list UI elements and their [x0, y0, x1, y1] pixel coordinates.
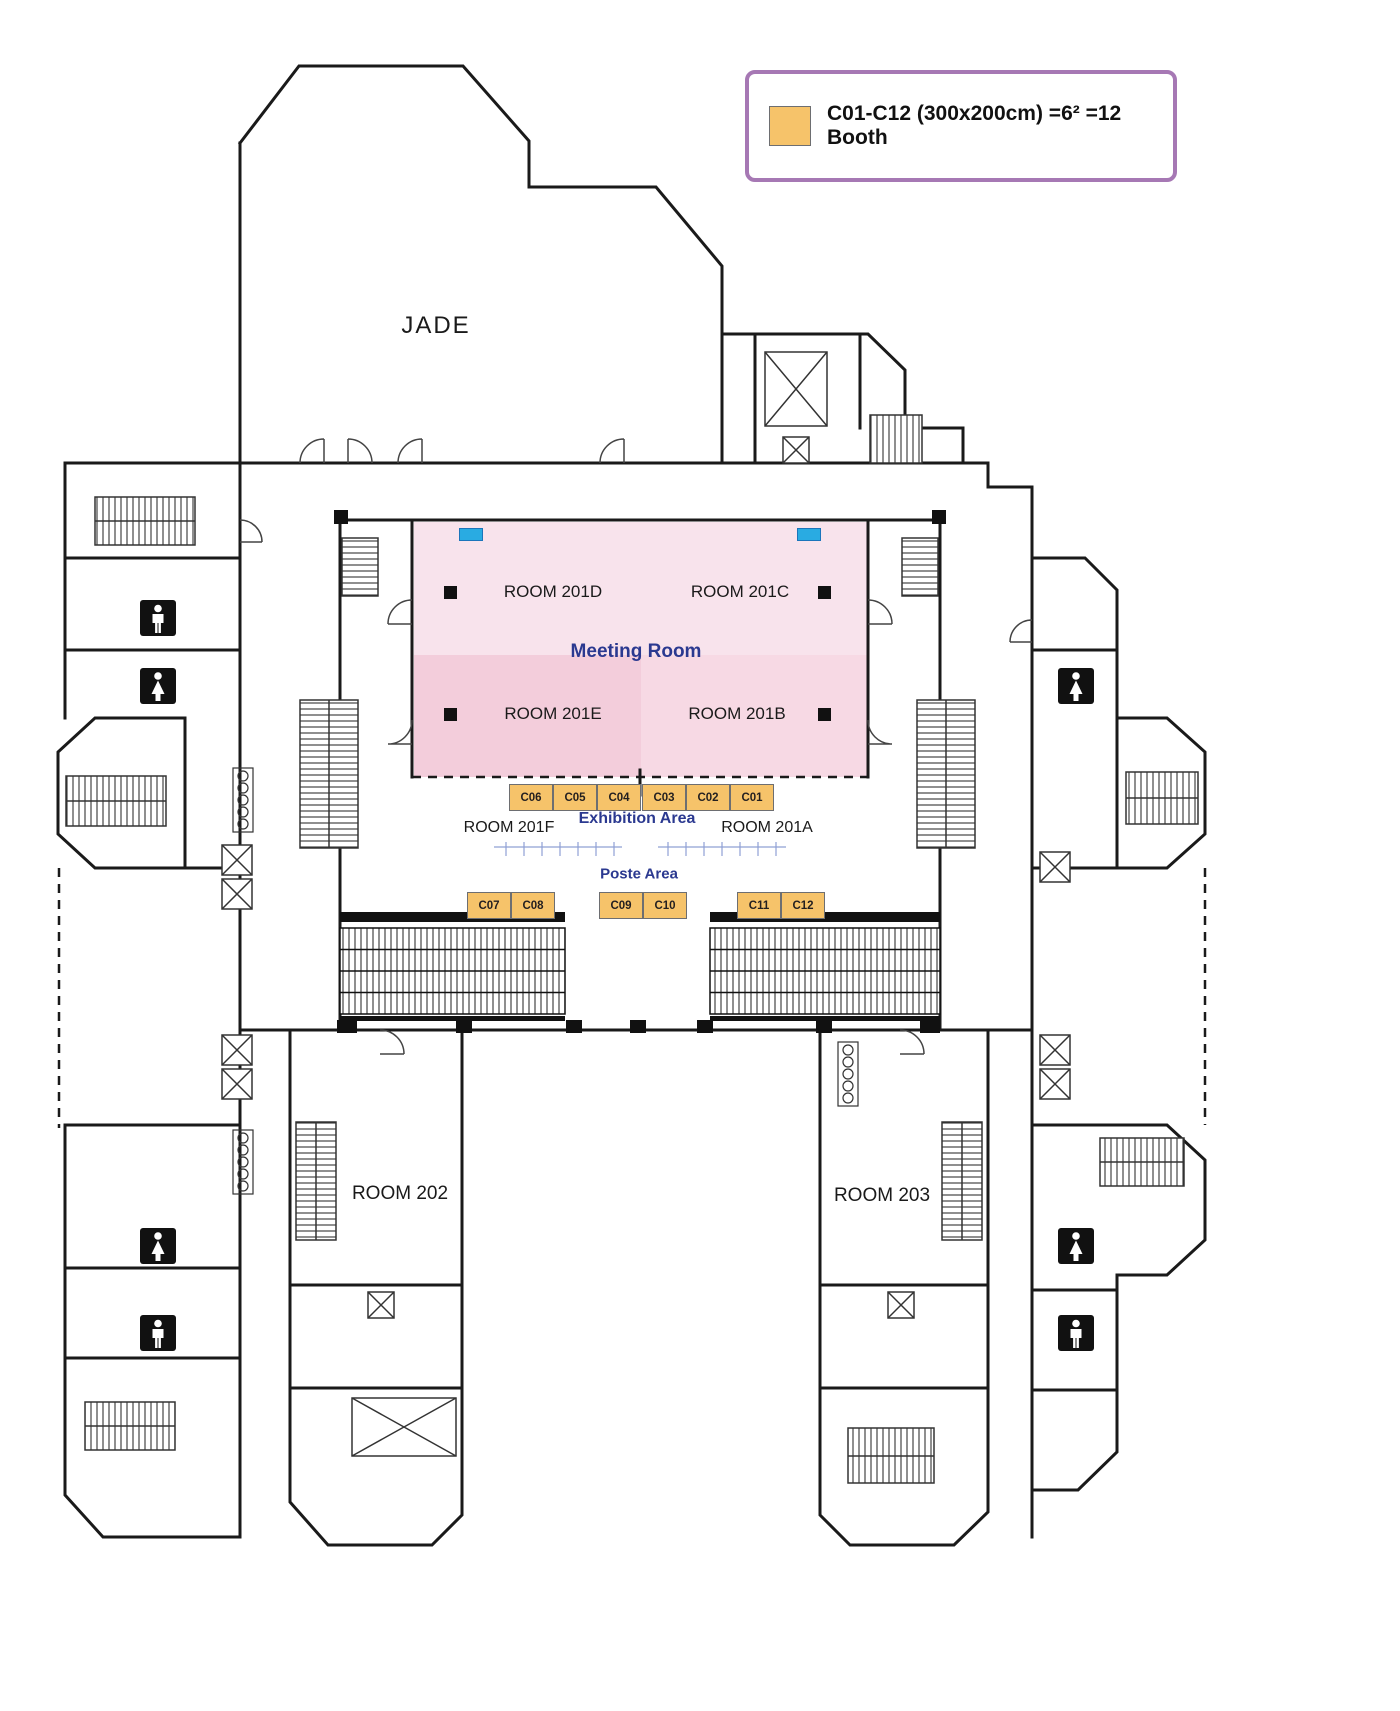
room-label-203: ROOM 203 [833, 1185, 931, 1206]
booth-c08: C08 [511, 892, 555, 919]
booth-c03: C03 [642, 784, 686, 811]
booth-c10: C10 [643, 892, 687, 919]
service-fixture-icons [232, 767, 859, 1195]
room-label-201e: ROOM 201E [504, 704, 602, 723]
booth-c07: C07 [467, 892, 511, 919]
room-label-201c: ROOM 201C [690, 582, 790, 601]
booth-swatch-icon [769, 106, 811, 146]
booth-c01: C01 [730, 784, 774, 811]
columns [334, 510, 946, 1033]
door-arcs [239, 438, 1033, 1055]
escalator-right [709, 912, 941, 1021]
room-label-202: ROOM 202 [351, 1183, 449, 1204]
stairs [65, 414, 1199, 1484]
womens-restroom-icon [1058, 1228, 1094, 1264]
room-label-201b: ROOM 201B [688, 704, 786, 723]
womens-restroom-icon [140, 668, 176, 704]
partition-tag-icon [797, 528, 821, 541]
mens-restroom-icon [140, 1315, 176, 1351]
womens-restroom-icon [140, 1228, 176, 1264]
room-label-jade: JADE [401, 312, 471, 339]
booth-c04: C04 [597, 784, 641, 811]
elevator-icons [221, 351, 1071, 1457]
room-label-201a: ROOM 201A [721, 819, 813, 836]
legend-label: C01-C12 (300x200cm) =6² =12 Booth [827, 102, 1122, 149]
mens-restroom-icon [1058, 1315, 1094, 1351]
escalator-left [339, 912, 566, 1021]
poster-rails [494, 842, 786, 856]
booth-c06: C06 [509, 784, 553, 811]
room-label-201d: ROOM 201D [503, 582, 603, 601]
partition-tag-icon [459, 528, 483, 541]
booth-c05: C05 [553, 784, 597, 811]
meeting-room-label: Meeting Room [570, 641, 702, 662]
mens-restroom-icon [140, 600, 176, 636]
booth-c11: C11 [737, 892, 781, 919]
dashed-boundaries [57, 775, 1207, 1128]
booth-c12: C12 [781, 892, 825, 919]
legend: C01-C12 (300x200cm) =6² =12 Booth [745, 70, 1177, 182]
womens-restroom-icon [1058, 668, 1094, 704]
exhibition-area-label: Exhibition Area [578, 810, 696, 827]
poste-area-label: Poste Area [600, 865, 678, 883]
room-label-201f: ROOM 201F [463, 819, 555, 836]
booth-c02: C02 [686, 784, 730, 811]
booth-c09: C09 [599, 892, 643, 919]
